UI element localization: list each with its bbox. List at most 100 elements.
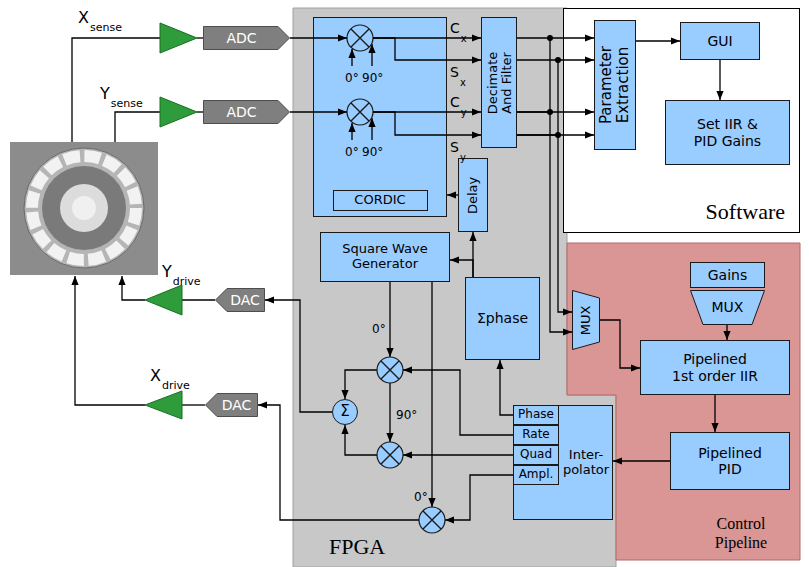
label-anchor: x — [460, 71, 466, 90]
signal-subscript: x — [461, 33, 467, 44]
label-anchor: y — [461, 101, 467, 120]
signal-subscript: drive — [173, 275, 201, 288]
signal-subscript: x — [460, 77, 466, 88]
summer-symbol-shape — [333, 400, 358, 425]
signal-arrow — [517, 112, 572, 332]
signal-label: 0° — [372, 322, 386, 336]
signal-label: S — [450, 139, 459, 155]
dac-block-shape — [216, 289, 265, 312]
label-anchor: Y — [162, 262, 172, 281]
signal-arrow — [719, 60, 720, 100]
signal-label: S — [450, 64, 459, 80]
signal-arrow — [450, 260, 473, 277]
gain-wire — [403, 370, 513, 435]
label-anchor: sense — [90, 16, 122, 35]
signal-arrow — [517, 111, 594, 112]
signal-arrow — [290, 111, 347, 112]
interpolator-port: Quad — [513, 445, 559, 465]
label-anchor: 90° — [396, 404, 417, 423]
label-anchor: C — [450, 18, 460, 37]
label-anchor: S — [450, 137, 459, 156]
dac-block: DAC — [215, 288, 265, 312]
signal-label: 90° — [396, 408, 417, 422]
node-text: Σphase — [477, 310, 528, 326]
software-region: SoftwareParameter ExtractionGUISet IIR &… — [563, 8, 800, 233]
product-wire — [345, 425, 377, 455]
signal-arrow — [517, 134, 594, 135]
node-text: Decimate And Filter — [485, 40, 513, 125]
amplifier-symbol — [145, 391, 182, 419]
label-anchor: 0° — [345, 141, 359, 160]
signal-label: 90° — [362, 71, 383, 85]
signal-arrow — [517, 59, 594, 60]
node-text: MUX — [712, 299, 744, 315]
square-wave-block: Square Wave Generator — [320, 232, 450, 282]
node-text: MUX — [579, 292, 594, 348]
label-anchor: C — [450, 92, 460, 111]
carrier-wire — [431, 282, 432, 507]
adc-block-shape — [204, 27, 290, 50]
signal-arrow — [472, 232, 473, 277]
sensor-anchor — [60, 184, 108, 232]
signal-arrow — [714, 395, 715, 432]
multiplier-cross — [351, 103, 369, 121]
node-text: Pipelined 1st order IIR — [671, 351, 759, 383]
signal-arrow — [600, 320, 640, 368]
signal-label: 0° — [345, 145, 359, 159]
control-pipeline-region-shape — [567, 243, 800, 560]
amplifier-symbol — [145, 285, 182, 315]
amplifier-symbol — [160, 23, 197, 53]
multiplier-cross — [381, 361, 399, 379]
parameter-extraction-block: Parameter Extraction — [594, 20, 636, 150]
summer-symbol: Σ — [332, 399, 358, 425]
node-text: Ampl. — [519, 468, 554, 482]
reference-arrow — [371, 118, 372, 140]
gains-block: Gains — [690, 262, 765, 288]
cordic-block: CORDIC — [313, 17, 447, 217]
decimate-filter-block: Decimate And Filter — [481, 17, 517, 148]
sensor-die — [10, 142, 158, 275]
sensor-gap — [42, 166, 126, 250]
iir-block: Pipelined 1st order IIR — [640, 340, 790, 395]
phase-accumulator-block: Σphase — [465, 277, 540, 360]
adc-block: ADC — [203, 100, 290, 124]
signal-label: Y — [162, 262, 172, 281]
label-anchor: sense — [111, 92, 143, 111]
node-text: Gains — [708, 267, 747, 283]
node-text: Square Wave Generator — [335, 242, 435, 272]
mux-symbol-shape — [573, 291, 600, 350]
label-anchor: y — [460, 146, 466, 165]
mux-symbol: MUX — [690, 290, 765, 325]
control-pipeline-region: Control Pipeline MUX GainsMUX Pipelined 1st… — [567, 243, 800, 560]
reference-arrow — [351, 49, 352, 66]
reference-arrow — [351, 123, 352, 140]
node-text: Σ — [340, 403, 349, 420]
amplifier-symbol — [160, 97, 197, 127]
node-text: Parameter Extraction — [598, 35, 632, 135]
node-text: Phase — [518, 408, 554, 422]
label-anchor: S — [450, 62, 459, 81]
signal-arrow — [613, 460, 670, 461]
label-anchor: drive — [162, 374, 190, 393]
signal-arrow — [290, 37, 347, 38]
label-anchor: 90° — [362, 67, 383, 86]
node-text: Control Pipeline — [696, 515, 786, 552]
signal-arrow — [726, 325, 727, 340]
node-text: Software — [706, 199, 785, 224]
signal-arrow — [500, 360, 513, 415]
node-outline — [567, 243, 800, 560]
signal-label: X — [150, 366, 161, 385]
junction-dot — [547, 109, 553, 115]
sensor-electrodes — [32, 156, 136, 260]
node-text: ADC — [226, 30, 256, 46]
label-anchor: X — [78, 8, 89, 27]
signal-subscript: sense — [90, 21, 122, 34]
bus-wire — [557, 60, 558, 135]
mux-symbol: MUX — [572, 290, 600, 350]
sensor-ring-base — [24, 148, 144, 268]
interpolator-port: Ampl. — [513, 465, 559, 485]
signal-label: C — [450, 20, 460, 36]
adc-block-shape — [204, 101, 290, 124]
label-anchor: 0° — [414, 486, 428, 505]
multiplier-symbol — [377, 442, 403, 468]
